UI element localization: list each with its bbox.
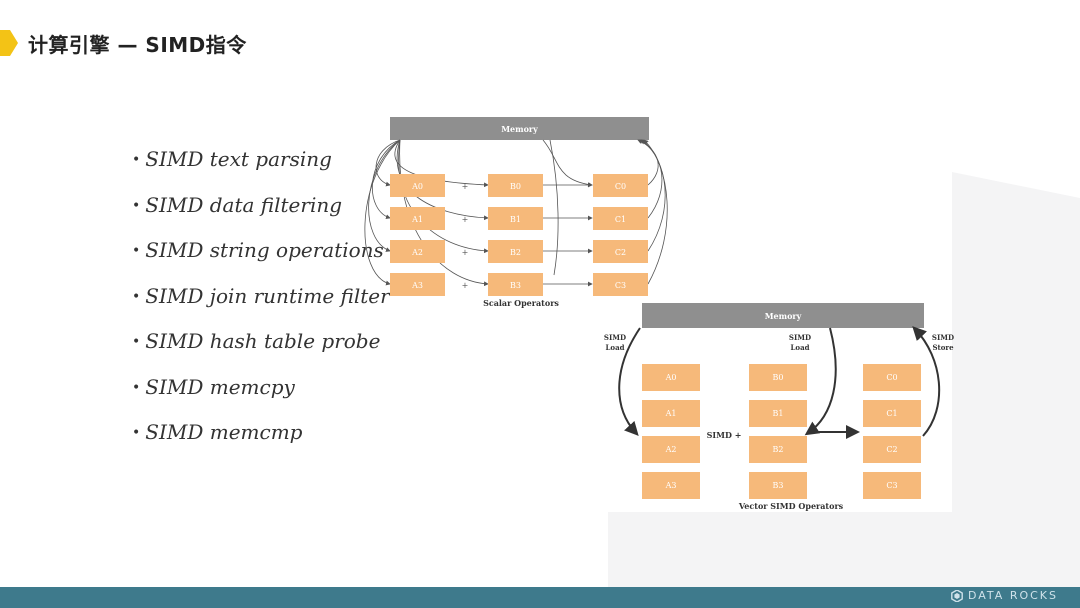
title-bar: 计算引擎 — SIMD指令 — [0, 28, 247, 58]
vector-c2: C2 — [886, 445, 897, 454]
vector-c0: C0 — [886, 373, 897, 382]
vector-a3: A3 — [665, 481, 677, 490]
vector-caption: Vector SIMD Operators — [738, 501, 844, 511]
scalar-b-column: B0 B1 B2 B3 — [488, 174, 543, 296]
list-item: •SIMD text parsing — [132, 147, 332, 171]
list-item: •SIMD string operations — [132, 238, 384, 262]
vector-a-column: A0 A1 A2 A3 — [642, 364, 700, 499]
vector-b0: B0 — [773, 373, 784, 382]
svg-text:+: + — [462, 281, 469, 290]
page-title: 计算引擎 — SIMD指令 — [28, 32, 247, 57]
svg-text:+: + — [462, 248, 469, 257]
list-item: •SIMD join runtime filter — [132, 283, 390, 308]
vector-b1: B1 — [773, 409, 784, 418]
scalar-a3: A3 — [411, 281, 423, 290]
vector-b3: B3 — [773, 481, 784, 490]
bullet-text: SIMD hash table probe — [145, 329, 381, 353]
list-item: •SIMD memcpy — [132, 374, 295, 399]
scalar-c2: C2 — [615, 248, 626, 257]
scalar-b3: B3 — [510, 281, 521, 290]
simd-load-mid-label: SIMD — [789, 333, 811, 342]
vector-a0: A0 — [665, 373, 677, 382]
vector-simd-diagram: Memory SIMD Load SIMD Load SIMD Store — [598, 298, 962, 516]
vector-arrows — [618, 326, 941, 439]
svg-text:+: + — [462, 215, 469, 224]
vector-c-column: C0 C1 C2 C3 — [863, 364, 921, 499]
scalar-memory-label: Memory — [501, 124, 538, 134]
scalar-a1: A1 — [411, 215, 423, 224]
vector-memory-label: Memory — [765, 311, 802, 321]
footer-bar: DATA ROCKS — [0, 587, 1080, 608]
scalar-c-column: C0 C1 C2 C3 — [593, 174, 648, 296]
bullet-text: SIMD text parsing — [145, 147, 332, 171]
vector-c1: C1 — [886, 409, 897, 418]
scalar-b1: B1 — [510, 215, 521, 224]
list-item: •SIMD hash table probe — [132, 329, 381, 353]
bullet-text: SIMD data filtering — [145, 192, 343, 217]
brand-logo: DATA ROCKS — [951, 589, 1058, 602]
scalar-b2: B2 — [510, 248, 521, 257]
svg-text:+: + — [462, 182, 469, 191]
scalar-operators-diagram: Memory — [360, 110, 670, 315]
svg-text:Load: Load — [605, 343, 624, 352]
vector-c3: C3 — [886, 481, 897, 490]
scalar-plus-signs: + + + + — [462, 182, 469, 290]
bullet-list: •SIMD text parsing •SIMD data filtering … — [132, 142, 390, 461]
simd-plus-label: SIMD + — [707, 430, 742, 440]
bullet-text: SIMD join runtime filter — [145, 283, 390, 308]
bullet-text: SIMD memcmp — [145, 420, 303, 444]
brand-name: DATA ROCKS — [967, 589, 1058, 602]
scalar-a2: A2 — [411, 248, 423, 257]
scalar-c1: C1 — [615, 215, 626, 224]
scalar-a0: A0 — [411, 182, 423, 191]
vector-b2: B2 — [773, 445, 784, 454]
bullet-text: SIMD string operations — [145, 238, 384, 262]
simd-store-label: SIMD — [932, 333, 954, 342]
vector-a2: A2 — [665, 445, 677, 454]
scalar-memory-bar — [390, 117, 649, 140]
scalar-c3: C3 — [615, 281, 626, 290]
svg-text:Load: Load — [790, 343, 809, 352]
bullet-text: SIMD memcpy — [145, 374, 295, 399]
scalar-c0: C0 — [615, 182, 626, 191]
list-item: •SIMD memcmp — [132, 420, 303, 444]
list-item: •SIMD data filtering — [132, 192, 343, 217]
simd-load-left-label: SIMD — [604, 333, 626, 342]
title-accent-icon — [0, 30, 18, 56]
vector-memory-bar — [642, 303, 924, 328]
scalar-a-column: A0 A1 A2 A3 — [390, 174, 445, 296]
scalar-caption: Scalar Operators — [483, 298, 559, 308]
svg-text:Store: Store — [932, 343, 954, 352]
scalar-b0: B0 — [510, 182, 521, 191]
vector-a1: A1 — [665, 409, 677, 418]
datarocks-logo-icon — [951, 589, 963, 602]
vector-b-column: B0 B1 B2 B3 — [749, 364, 807, 499]
